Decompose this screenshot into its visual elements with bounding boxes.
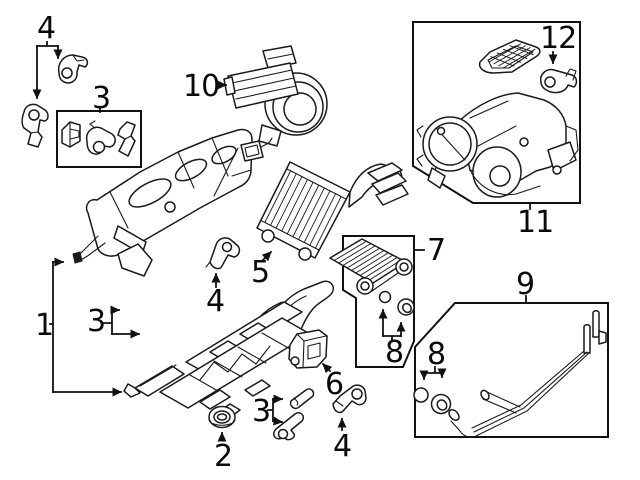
callout-8-pipes-label: 8 [427,337,446,372]
part-6-actuator [288,329,328,369]
part-9-heater-pipes [448,310,607,438]
leader-3-mid [102,305,140,339]
part-11-filter-grille [478,39,541,74]
callout-2-label: 2 [214,439,233,474]
part-4-sensor-lower [21,103,49,148]
part-3-clip-a [61,121,81,148]
callout-7-label: 7 [427,233,446,268]
part-10-blower-assembly [223,45,328,162]
leader-1 [49,257,122,397]
callout-3-box-label: 3 [92,81,111,116]
callout-12-label: 12 [540,21,577,56]
callout-4-top-label: 4 [37,11,56,46]
callout-9-label: 9 [516,267,535,302]
callout-4-bottom-label: 4 [333,429,352,464]
leader-5 [261,250,273,262]
callout-4-mid-label: 4 [206,284,225,319]
callout-5-label: 5 [251,255,270,290]
part-8-o-rings-pipes [413,387,452,415]
part-1-lower-housing [123,280,334,420]
part-3-lever [85,120,116,155]
part-2-grommet [208,405,236,429]
leader-8-evap [378,309,406,342]
part-5-heater-core [256,161,409,261]
part-4-sensor-upper [57,54,89,84]
callout-1-label: 1 [35,308,54,343]
leader-3-bottom [267,394,283,426]
callout-10-label: 10 [183,69,220,104]
part-12-bracket [539,68,578,94]
callout-6-label: 6 [325,367,344,402]
part-11-blower-housing [416,92,579,198]
part-3-hook-bottom [273,411,305,441]
part-1-upper-housing [72,128,253,277]
part-3-bracket [117,121,136,157]
leader-4-top [32,41,63,99]
part-7-evaporator-core [329,238,413,295]
callout-11-label: 11 [517,205,554,240]
leader-6 [321,362,333,374]
leader-8-pipes [419,366,447,380]
callout-3-bottom-label: 3 [252,394,271,429]
part-4-bracket-mid [205,237,241,270]
callout-8-evap-label: 8 [385,335,404,370]
part-4-bracket-bottom [332,384,367,414]
part-3-clip-bottom [289,388,315,410]
callout-box-9 [414,302,609,438]
part-8-o-rings-evap [378,290,415,316]
callout-3-mid-label: 3 [87,304,106,339]
